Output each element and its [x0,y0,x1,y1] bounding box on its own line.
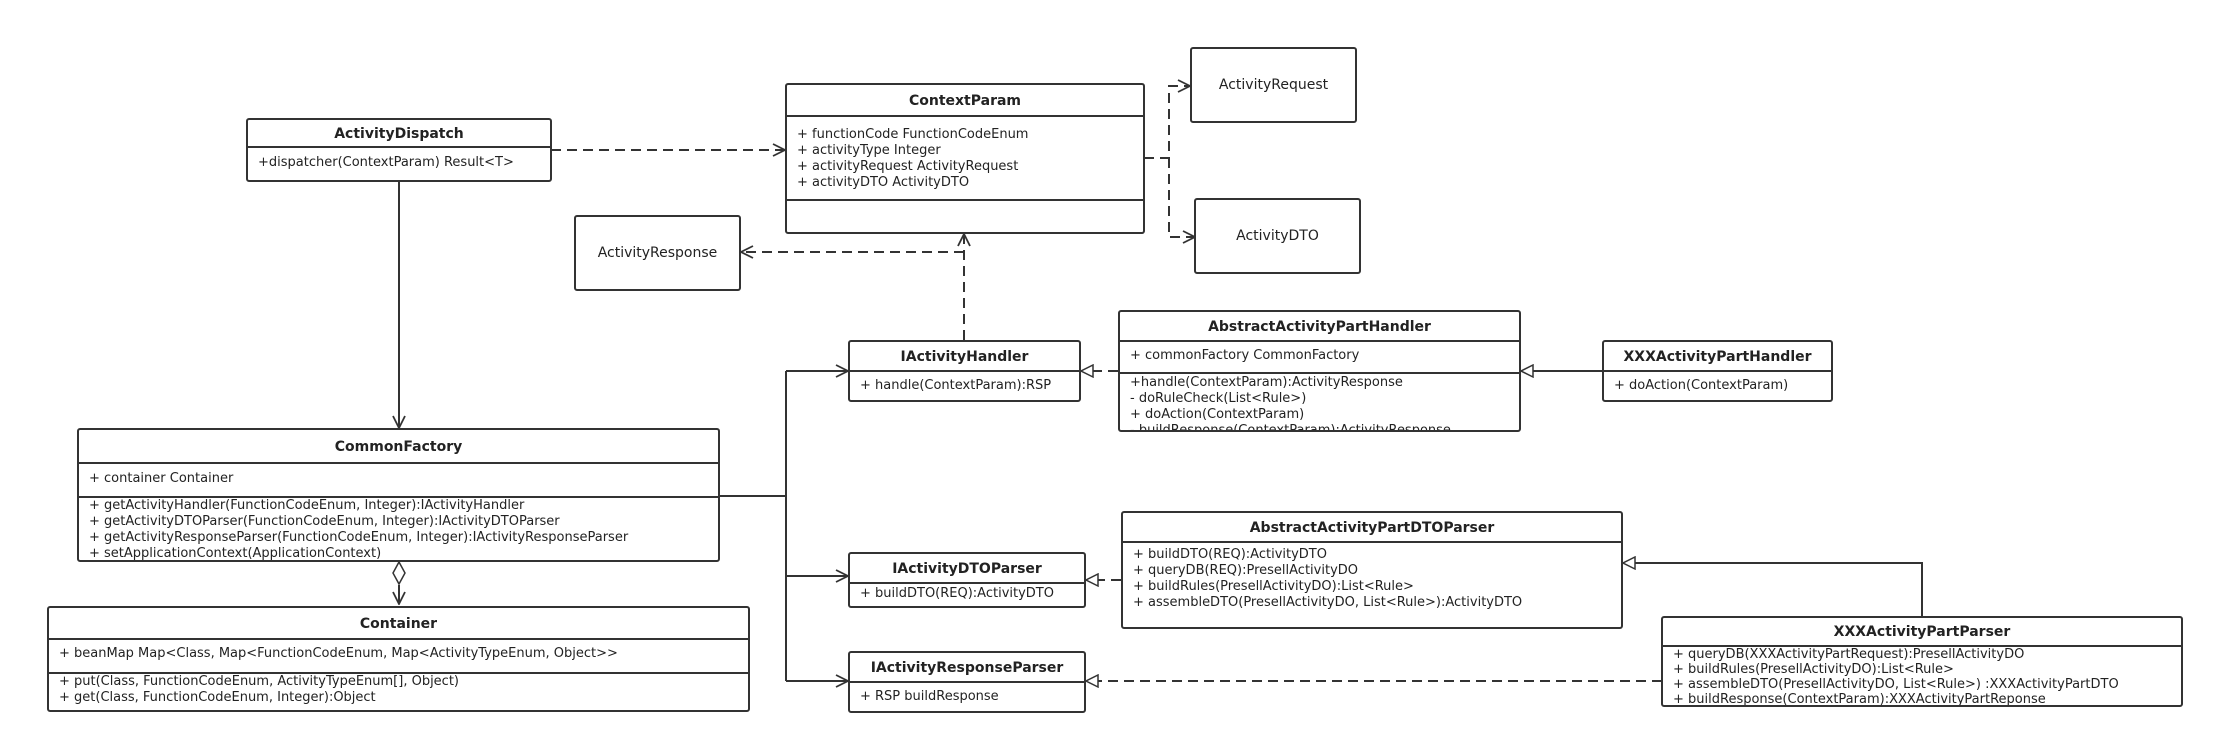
class-activity-response: ActivityResponse [574,215,741,291]
methods-section: + handle(ContextParam):RSP [850,372,1079,397]
class-context-param: ContextParam + functionCode FunctionCode… [785,83,1145,234]
attribute: + activityDTO ActivityDTO [797,175,970,190]
methods-section: +dispatcher(ContextParam) Result<T> [248,148,550,174]
generalization-xxxparser-abstractdtoparser [1623,563,1923,617]
method: + assembleDTO(PresellActivityDO, List<Ru… [1673,677,2119,692]
dependency-contextparam-activityrequest [1144,86,1190,159]
methods-section: + buildDTO(REQ):ActivityDTO [850,584,1084,605]
attributes-section: + container Container [79,464,718,498]
class-activity-dto: ActivityDTO [1194,198,1361,274]
methods-section: + doAction(ContextParam) [1604,372,1831,397]
methods-section: +handle(ContextParam):ActivityResponse -… [1120,374,1519,432]
method: + buildResponse(ContextParam):XXXActivit… [1673,692,2046,707]
class-iactivity-response-parser: IActivityResponseParser + RSP buildRespo… [848,651,1086,713]
attribute: + container Container [89,471,234,486]
method: + RSP buildResponse [860,689,999,704]
method: + queryDB(REQ):PresellActivityDO [1133,563,1359,578]
class-common-factory: CommonFactory + container Container + ge… [77,428,720,562]
class-name: ActivityResponse [597,245,718,261]
methods-section: + queryDB(XXXActivityPartRequest):Presel… [1663,647,2181,707]
method: + buildRules(PresellActivityDO):List<Rul… [1673,662,1954,677]
method: + buildDTO(REQ):ActivityDTO [860,586,1054,601]
class-name: IActivityResponseParser [850,653,1084,683]
class-name: IActivityDTOParser [850,554,1084,584]
methods-section: + RSP buildResponse [850,683,1084,708]
method: + handle(ContextParam):RSP [860,378,1052,393]
method: + buildDTO(REQ):ActivityDTO [1133,547,1327,562]
attributes-section: + commonFactory CommonFactory [1120,342,1519,374]
method: + assembleDTO(PresellActivityDO, List<Ru… [1133,595,1523,610]
method: + buildRules(PresellActivityDO):List<Rul… [1133,579,1414,594]
method: + doAction(ContextParam) [1614,378,1789,393]
class-activity-request: ActivityRequest [1190,47,1357,123]
attributes-section: + beanMap Map<Class, Map<FunctionCodeEnu… [49,640,748,674]
class-name: CommonFactory [79,430,718,464]
method: + get(Class, FunctionCodeEnum, Integer):… [59,690,376,705]
method: + getActivityResponseParser(FunctionCode… [89,530,629,545]
class-xxx-activity-part-parser: XXXActivityPartParser + queryDB(XXXActiv… [1661,616,2183,707]
class-name: ActivityDispatch [248,120,550,148]
methods-section: + put(Class, FunctionCodeEnum, ActivityT… [49,674,748,709]
methods-section: + getActivityHandler(FunctionCodeEnum, I… [79,498,718,561]
class-iactivity-dto-parser: IActivityDTOParser + buildDTO(REQ):Activ… [848,552,1086,608]
attribute: + beanMap Map<Class, Map<FunctionCodeEnu… [59,646,618,661]
method: + getActivityDTOParser(FunctionCodeEnum,… [89,514,560,529]
attributes-section: + functionCode FunctionCodeEnum + activi… [787,117,1143,201]
class-name: ActivityRequest [1218,77,1329,93]
aggregation-diamond [392,560,406,586]
attribute: + functionCode FunctionCodeEnum [797,127,1029,142]
class-xxx-activity-part-handler: XXXActivityPartHandler + doAction(Contex… [1602,340,1833,402]
class-name: XXXActivityPartHandler [1604,342,1831,372]
methods-section [787,201,1143,207]
class-name: AbstractActivityPartHandler [1120,312,1519,342]
class-name: XXXActivityPartParser [1663,618,2181,647]
dependency-contextparam-activitydto [1168,158,1195,237]
method: + setApplicationContext(ApplicationConte… [89,546,382,561]
attribute: + commonFactory CommonFactory [1130,348,1360,363]
method: + queryDB(XXXActivityPartRequest):Presel… [1673,647,2025,662]
method: +dispatcher(ContextParam) Result<T> [258,155,514,170]
method: + doAction(ContextParam) [1130,407,1305,422]
class-container: Container + beanMap Map<Class, Map<Funct… [47,606,750,712]
class-abstract-activity-part-handler: AbstractActivityPartHandler + commonFact… [1118,310,1521,432]
attribute: + activityType Integer [797,143,941,158]
methods-section: + buildDTO(REQ):ActivityDTO + queryDB(RE… [1123,543,1621,614]
class-name: AbstractActivityPartDTOParser [1123,513,1621,543]
class-abstract-activity-part-dto-parser: AbstractActivityPartDTOParser + buildDTO… [1121,511,1623,629]
method: + getActivityHandler(FunctionCodeEnum, I… [89,498,525,513]
class-name: Container [49,608,748,640]
method: + put(Class, FunctionCodeEnum, ActivityT… [59,674,459,689]
class-iactivity-handler: IActivityHandler + handle(ContextParam):… [848,340,1081,402]
class-activity-dispatch: ActivityDispatch +dispatcher(ContextPara… [246,118,552,182]
class-name: ActivityDTO [1236,228,1319,244]
class-name: IActivityHandler [850,342,1079,372]
class-name: ContextParam [787,85,1143,117]
method: - buildResponse(ContextParam):ActivityRe… [1130,423,1451,432]
attribute: + activityRequest ActivityRequest [797,159,1019,174]
method: +handle(ContextParam):ActivityResponse [1130,375,1403,390]
method: - doRuleCheck(List<Rule>) [1130,391,1307,406]
